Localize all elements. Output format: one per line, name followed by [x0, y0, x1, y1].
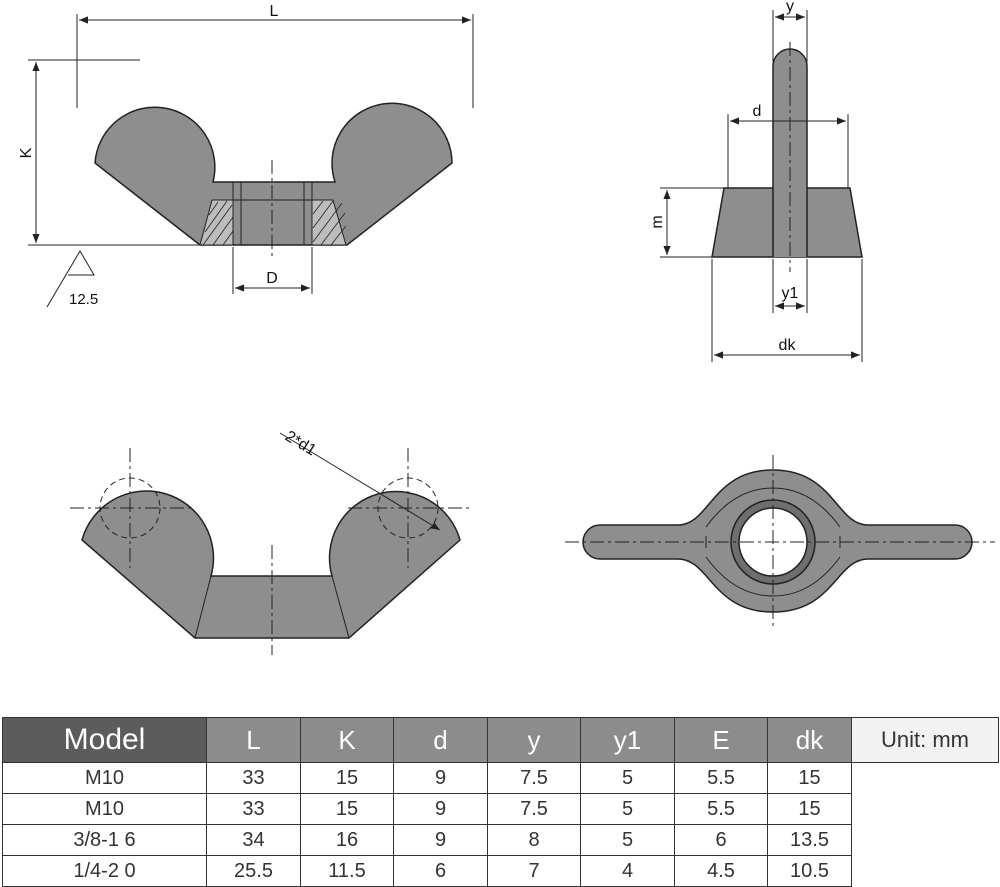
table-row: M10 33 15 9 7.5 5 5.5 15	[2, 762, 999, 794]
table-cell: 33	[206, 762, 301, 794]
label-d: d	[753, 103, 762, 120]
header-y1: y1	[580, 717, 675, 763]
header-y: y	[487, 717, 581, 763]
table-cell: 9	[393, 762, 488, 794]
header-d: d	[393, 717, 488, 763]
table-cell: 5	[580, 824, 675, 856]
table-cell: 5.5	[674, 762, 768, 794]
table-cell: 7.5	[487, 762, 581, 794]
table-cell: 1/4-2 0	[2, 855, 207, 887]
front-view-body	[94, 102, 453, 246]
label-y: y	[786, 0, 794, 15]
table-cell: 15	[300, 793, 394, 825]
table-row: 1/4-2 0 25.5 11.5 6 7 4 4.5 10.5	[2, 855, 999, 887]
label-D: D	[266, 270, 278, 287]
table-cell: 34	[206, 824, 301, 856]
table-cell: 3/8-1 6	[2, 824, 207, 856]
table-row: 3/8-1 6 34 16 9 8 5 6 13.5	[2, 824, 999, 856]
table-cell: 7	[487, 855, 581, 887]
table-cell: 5	[580, 762, 675, 794]
table-cell: 11.5	[300, 855, 394, 887]
header-dk: dk	[767, 717, 852, 763]
table-cell: M10	[2, 793, 207, 825]
top-view: 2*d1	[70, 428, 470, 655]
table-cell: 9	[393, 793, 488, 825]
header-model: Model	[2, 717, 207, 763]
unit-note: Unit: mm	[851, 717, 999, 763]
table-row: M10 33 15 9 7.5 5 5.5 15	[2, 793, 999, 825]
table-cell: M10	[2, 762, 207, 794]
table-header-row: Model L K d y y1 E dk Unit: mm	[2, 717, 999, 763]
header-K: K	[300, 717, 394, 763]
label-L: L	[270, 3, 279, 20]
table-cell: 15	[300, 762, 394, 794]
table-cell: 6	[674, 824, 768, 856]
table-cell: 4.5	[674, 855, 768, 887]
table-cell: 7.5	[487, 793, 581, 825]
leader-d1	[279, 432, 441, 531]
label-y1: y1	[782, 285, 799, 302]
top-view-body	[81, 490, 461, 639]
roughness-value: 12.5	[69, 291, 98, 308]
roughness-symbol: 12.5	[46, 250, 98, 308]
table-cell: 10.5	[767, 855, 852, 887]
table-cell: 6	[393, 855, 488, 887]
table-cell: 13.5	[767, 824, 852, 856]
side-view: y d m y1 dk	[649, 0, 863, 362]
header-E: E	[674, 717, 768, 763]
label-K: K	[18, 147, 35, 158]
label-d1: 2*d1	[282, 428, 319, 460]
table-cell: 4	[580, 855, 675, 887]
label-dk: dk	[779, 337, 797, 354]
front-view-hatch-lines	[202, 200, 347, 246]
table-cell: 8	[487, 824, 581, 856]
technical-drawing: L K D 12.5 y d	[18, 0, 995, 655]
table-cell: 5	[580, 793, 675, 825]
header-L: L	[206, 717, 301, 763]
table-cell: 15	[767, 762, 852, 794]
bottom-view	[565, 455, 995, 630]
label-m: m	[649, 215, 666, 228]
table-cell: 25.5	[206, 855, 301, 887]
table-cell: 9	[393, 824, 488, 856]
front-view: L K D 12.5	[18, 3, 474, 308]
table-cell: 16	[300, 824, 394, 856]
table-cell: 33	[206, 793, 301, 825]
spec-table: Model L K d y y1 E dk Unit: mm M10 33 15…	[2, 717, 999, 887]
table-cell: 15	[767, 793, 852, 825]
table-cell: 5.5	[674, 793, 768, 825]
